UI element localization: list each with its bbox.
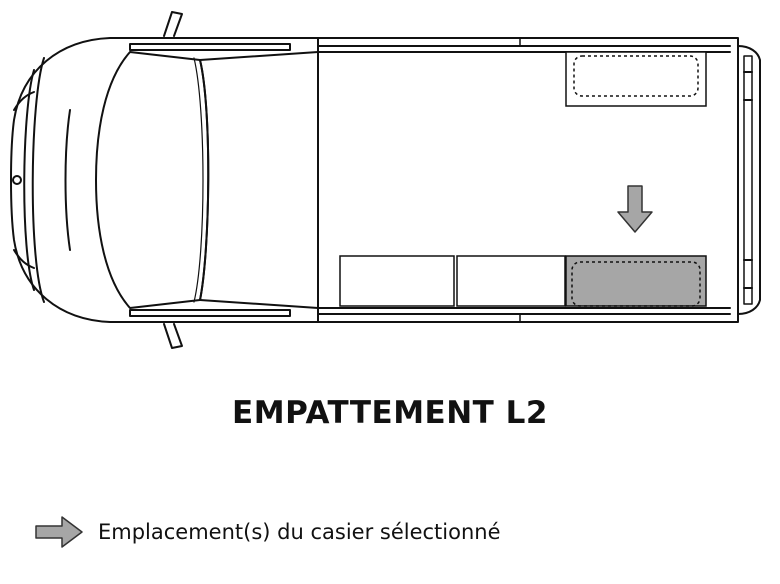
front-bumper bbox=[23, 69, 35, 291]
grille bbox=[64, 109, 71, 251]
rear-left-locker bbox=[339, 255, 455, 307]
legend-label: Emplacement(s) du casier sélectionné bbox=[98, 520, 501, 544]
legend: Emplacement(s) du casier sélectionné bbox=[34, 512, 501, 552]
front-emblem bbox=[12, 175, 22, 185]
headlight-left bbox=[13, 91, 35, 111]
page-title: EMPATTEMENT L2 bbox=[232, 395, 548, 431]
cab-outline bbox=[10, 37, 319, 323]
van-top-view-diagram bbox=[10, 11, 761, 349]
cargo-box bbox=[317, 37, 739, 323]
arrow-right-icon bbox=[35, 516, 83, 548]
rear-door-hinge-bottom bbox=[743, 259, 753, 289]
door-rail-left bbox=[129, 43, 291, 51]
front-right-locker bbox=[565, 51, 707, 107]
selection-arrow-icon bbox=[617, 185, 653, 233]
cargo-side-rail-bottom bbox=[317, 307, 731, 315]
headlight-right bbox=[13, 249, 35, 269]
mirror-right bbox=[163, 323, 183, 349]
rear-door bbox=[737, 45, 761, 315]
door-rail-right bbox=[129, 309, 291, 317]
windshield bbox=[95, 51, 210, 309]
rear-right-locker bbox=[565, 255, 707, 307]
mirror-left bbox=[163, 11, 183, 37]
rear-center-locker bbox=[456, 255, 566, 307]
roof-front bbox=[199, 59, 210, 301]
rear-door-hinge-top bbox=[743, 71, 753, 101]
cargo-side-rail-top bbox=[317, 45, 731, 53]
